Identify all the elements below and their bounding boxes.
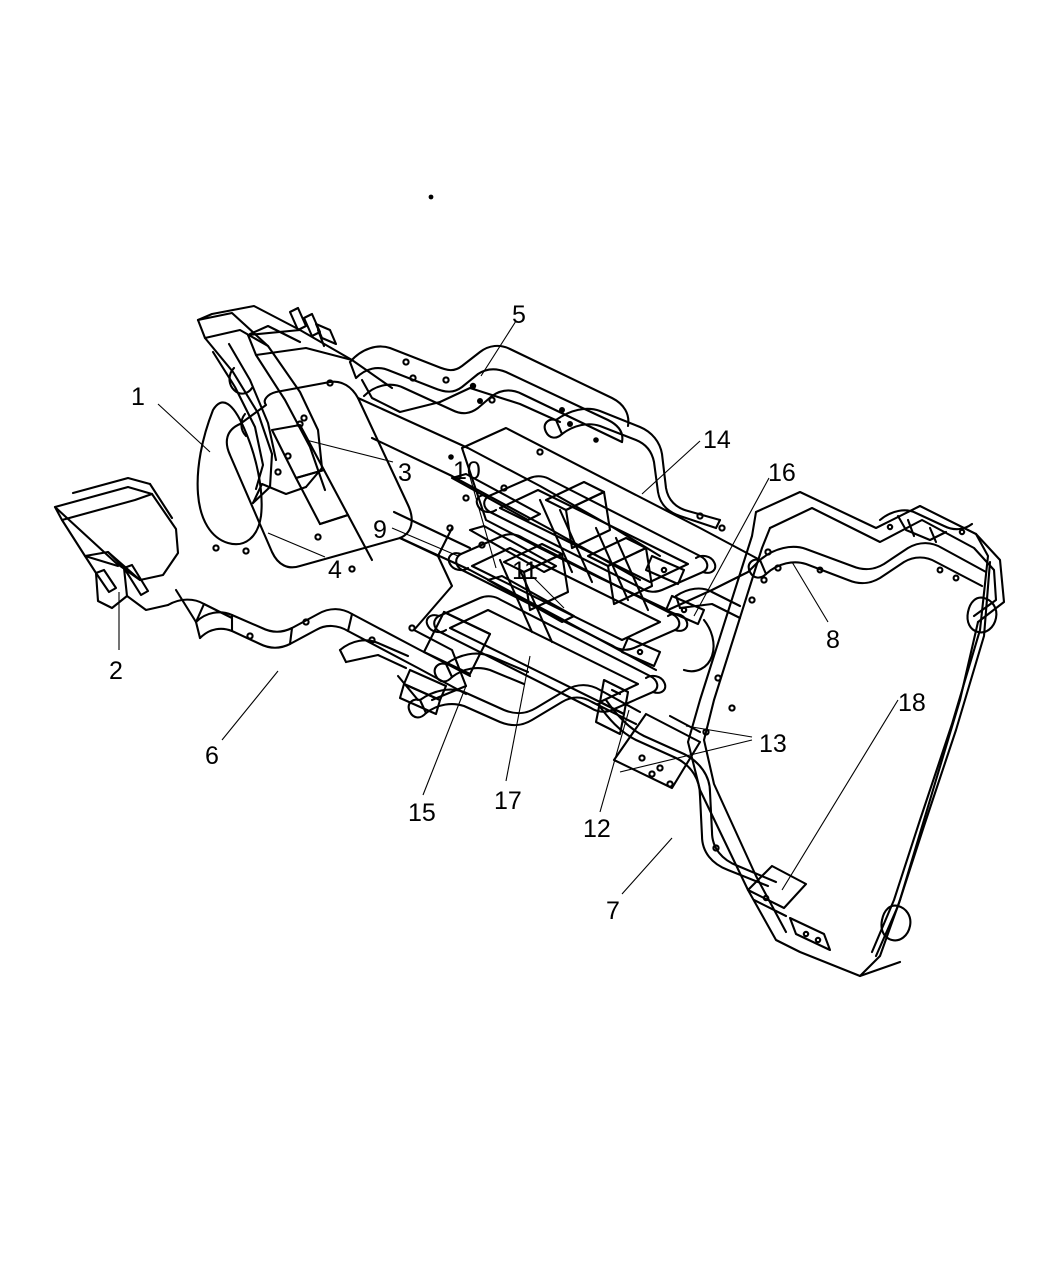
callout-label-2: 2: [109, 657, 123, 685]
leader-line-8: [791, 561, 829, 623]
leader-line-6: [221, 670, 279, 741]
callout-label-9: 9: [373, 516, 387, 544]
callout-label-8: 8: [826, 626, 840, 654]
callout-label-6: 6: [205, 742, 219, 770]
callout-label-15: 15: [408, 799, 436, 827]
callout-label-7: 7: [606, 897, 620, 925]
leader-line-1: [157, 403, 211, 453]
leader-line-13a: [619, 739, 753, 773]
leader-line-7: [621, 837, 673, 895]
leader-line-17: [505, 655, 531, 782]
leader-line-group: [118, 320, 899, 895]
leader-line-4: [267, 532, 326, 558]
leader-line-13b: [685, 725, 753, 738]
callout-label-16: 16: [768, 459, 796, 487]
leader-line-9: [391, 527, 459, 557]
callout-label-13: 13: [759, 730, 787, 758]
callout-label-3: 3: [398, 459, 412, 487]
leader-line-16: [693, 477, 770, 617]
registration-dot: [428, 194, 434, 200]
callout-label-18: 18: [898, 689, 926, 717]
leader-line-3: [305, 439, 394, 463]
callout-label-14: 14: [703, 426, 731, 454]
leader-line-14: [641, 440, 701, 495]
callout-label-12: 12: [583, 815, 611, 843]
leader-line-11: [532, 576, 565, 609]
leader-line-12: [599, 709, 630, 813]
callout-label-4: 4: [328, 556, 342, 584]
leader-line-10: [469, 476, 497, 569]
leader-line-15: [422, 685, 467, 796]
leader-line-18: [781, 699, 899, 891]
frame-outlines: [53, 304, 1006, 978]
callout-label-10: 10: [453, 457, 481, 485]
callout-label-11: 11: [512, 557, 538, 585]
callout-label-17: 17: [494, 787, 522, 815]
leader-line-5: [480, 320, 517, 377]
callout-label-1: 1: [131, 383, 145, 411]
callout-label-5: 5: [512, 301, 526, 329]
